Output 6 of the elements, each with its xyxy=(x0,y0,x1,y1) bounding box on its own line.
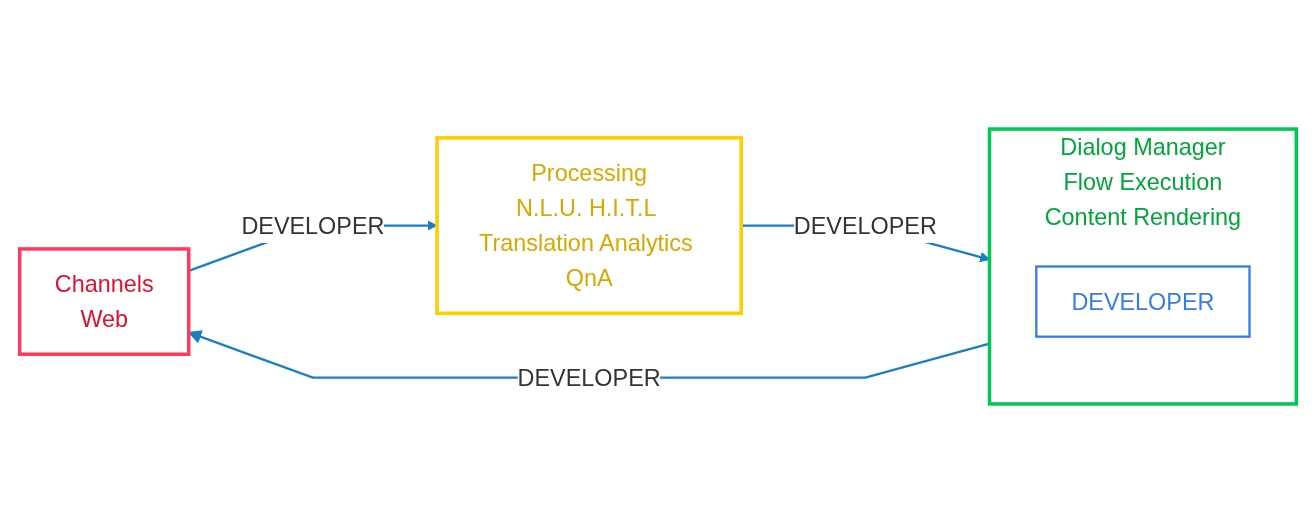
node-box: DEVELOPER xyxy=(1034,264,1251,338)
edge-label: DEVELOPER xyxy=(240,212,384,238)
node-box: Channels Web xyxy=(17,246,190,356)
node-box: Processing N.L.U. H.I.T.L Translation Analytics QnA xyxy=(434,135,743,315)
edge-label: DEVELOPER xyxy=(793,212,937,238)
edge-label: DEVELOPER xyxy=(517,364,661,390)
